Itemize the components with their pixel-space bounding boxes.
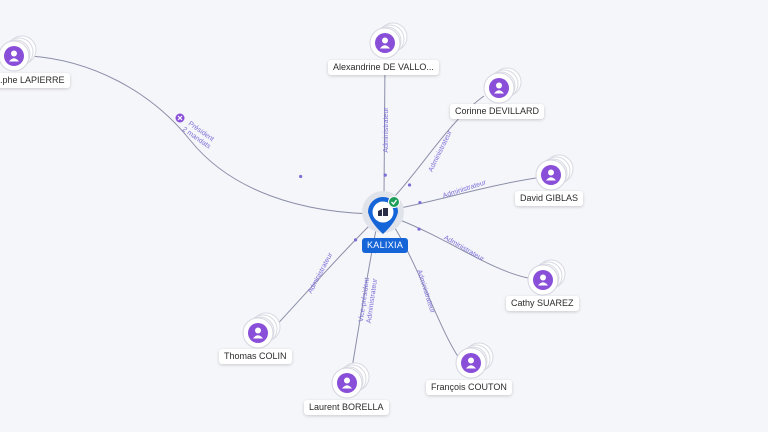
- building-icon: [378, 208, 388, 216]
- edge-suarez: [399, 219, 529, 279]
- remove-mandate-icon-cross: [177, 115, 183, 121]
- edge-arrow-suarez: [417, 227, 421, 231]
- person-node-devillard[interactable]: [483, 67, 522, 104]
- person-label-couton[interactable]: François COUTON: [426, 380, 512, 395]
- edge-label-text: Administrateur: [442, 234, 485, 263]
- person-icon-head: [344, 377, 350, 384]
- check-badge-icon: [388, 196, 400, 208]
- edge-label-text: Administrateur: [383, 107, 390, 153]
- edge-arrow-devallo: [383, 173, 387, 177]
- person-icon-head: [496, 82, 502, 89]
- person-icon-head: [255, 327, 261, 334]
- edge-colin: [271, 224, 371, 331]
- person-icon-body: [342, 385, 352, 389]
- person-icon-head: [548, 169, 554, 176]
- edge-label-couton: Administrateur: [415, 269, 436, 315]
- person-icon-head: [540, 274, 546, 281]
- person-node-devallo[interactable]: [369, 22, 408, 59]
- person-label-giblas[interactable]: David GIBLAS: [515, 191, 584, 206]
- company-label[interactable]: KALIXIA: [362, 238, 409, 253]
- edge-label-lapierre: Président2 mandats: [181, 120, 217, 151]
- edge-arrow-lapierre: [299, 174, 303, 179]
- edge-arrow-colin: [353, 238, 358, 242]
- edge-lapierre: [29, 55, 384, 215]
- person-label-devillard[interactable]: Corinne DEVILLARD: [450, 104, 545, 119]
- person-node-colin[interactable]: [242, 312, 281, 349]
- edge-arrow-giblas: [418, 200, 422, 205]
- person-label-lapierre[interactable]: ...phe LAPIERRE: [0, 73, 70, 88]
- person-node-giblas[interactable]: [535, 154, 574, 191]
- person-icon-body: [466, 365, 476, 369]
- edge-label-suarez: Administrateur: [442, 234, 485, 263]
- person-icon-body: [494, 90, 504, 94]
- person-label-borella[interactable]: Laurent BORELLA: [304, 400, 389, 415]
- person-node-couton[interactable]: [455, 342, 494, 379]
- edge-label-text: Administrateur: [307, 251, 335, 295]
- person-icon-body: [380, 45, 390, 49]
- person-node-lapierre[interactable]: [0, 35, 37, 72]
- person-label-suarez[interactable]: Cathy SUAREZ: [506, 296, 579, 311]
- nodes-layer: [0, 22, 574, 399]
- edge-label-colin: Administrateur: [307, 251, 335, 295]
- person-node-suarez[interactable]: [527, 259, 566, 296]
- person-label-colin[interactable]: Thomas COLIN: [219, 349, 292, 364]
- person-icon-body: [9, 58, 19, 62]
- edge-label-devallo: Administrateur: [383, 107, 390, 153]
- check-mark: [391, 199, 398, 205]
- person-node-borella[interactable]: [331, 362, 370, 399]
- person-icon-head: [382, 37, 388, 44]
- person-icon-body: [253, 335, 263, 339]
- person-label-devallo[interactable]: Alexandrine DE VALLO...: [328, 60, 439, 75]
- edge-label-borella: Vice-présidentAdministrateur: [358, 276, 379, 323]
- person-icon-body: [546, 177, 556, 181]
- edge-giblas: [399, 177, 537, 209]
- edge-label-text: Administrateur: [415, 269, 436, 315]
- person-icon-head: [468, 357, 474, 364]
- company-node[interactable]: [362, 191, 404, 234]
- person-icon-body: [538, 282, 548, 286]
- edge-arrow-devillard: [407, 183, 412, 187]
- person-icon-head: [11, 50, 17, 57]
- edge-devallo: [383, 59, 386, 197]
